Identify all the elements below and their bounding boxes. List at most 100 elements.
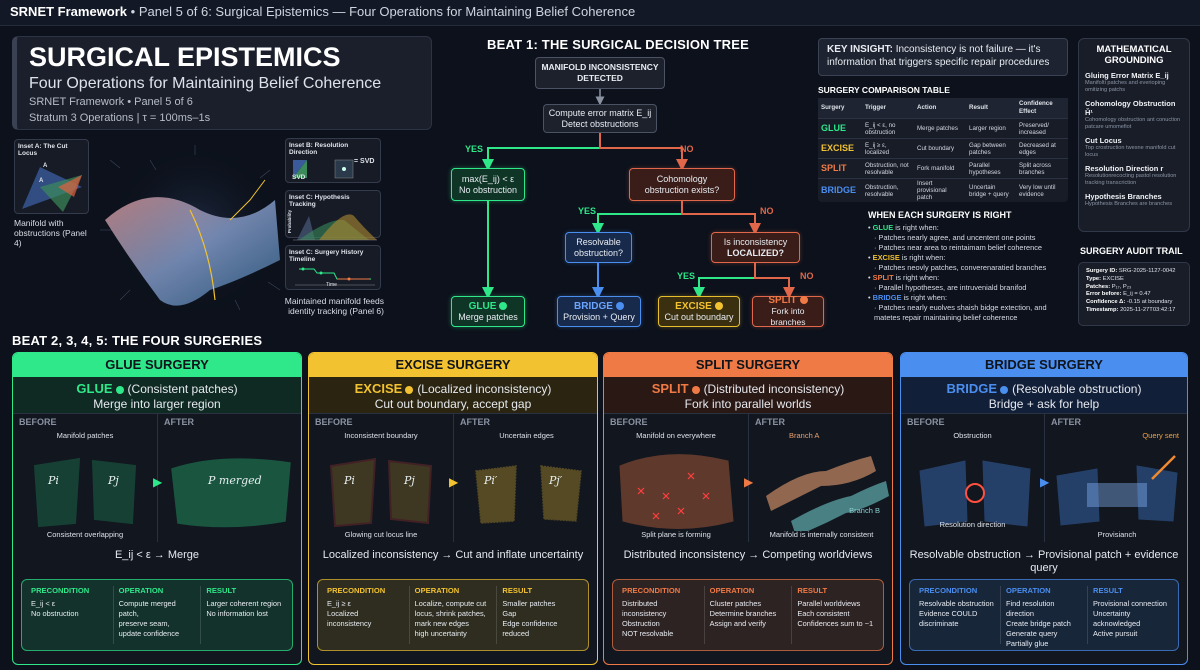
table-cell: Obstruction, resolvable — [862, 178, 914, 202]
yes-label: YES — [465, 144, 484, 154]
detail-line: No information lost — [206, 609, 268, 618]
time-axis-label: Time — [326, 282, 337, 288]
label-a-1: A — [43, 163, 48, 169]
inset-c-title: Inset C: Hypothesis Tracking — [289, 194, 350, 208]
detail-line: Parallel worldviews — [797, 599, 861, 608]
audit-key: Surgery ID: — [1086, 268, 1118, 274]
when-point: · Patches neovly patches, converenaratie… — [874, 263, 1047, 272]
detail-heading: RESULT — [797, 586, 828, 595]
audit-value: 2025-11-27T03:42:17 — [1120, 306, 1176, 313]
panel-summary: BRIDGE(Resolvable obstruction) Bridge + … — [901, 377, 1187, 414]
before-after-section: BEFORE Manifold patches Consistent overl… — [13, 414, 301, 542]
inset-surgery-timeline: Inset C: Surgery History Timeline Time — [285, 245, 381, 290]
detail-line: Assign and verify — [709, 619, 766, 628]
excise-dot-icon — [714, 301, 723, 310]
outcome-name: GLUE — [468, 300, 497, 312]
detail-line: Localized inconsistency — [327, 609, 372, 628]
glue-dot-icon — [499, 301, 508, 310]
patch-label: Pj′ — [549, 474, 563, 487]
after-top-caption: Branch A — [789, 431, 820, 440]
when-right-item: • SPLIT is right when:· Parallel hypothe… — [868, 273, 1073, 293]
math-desc: Top crostruction twesne manifold cut loc… — [1085, 145, 1176, 158]
after-pane: AFTER Query sent Provisianch — [1045, 414, 1187, 542]
when-point: · Patches nearly euolves shaish bidge ex… — [874, 303, 1047, 322]
table-cell: Gap between patches — [966, 138, 1016, 159]
before-pane: BEFORE Obstruction Resolution direction — [901, 414, 1045, 542]
column-header: Confidence Effect — [1016, 98, 1068, 119]
when-right-list: • GLUE is right when:· Patches nearly ag… — [868, 223, 1073, 323]
math-desc: Manifolti patches and everioping omitizi… — [1085, 80, 1166, 93]
when-right-title: WHEN EACH SURGERY IS RIGHT — [868, 210, 1012, 220]
outcome-name: EXCISE — [675, 300, 712, 312]
surgery-name-cell: GLUE — [818, 118, 862, 139]
after-bottom-caption: Provisianch — [1097, 530, 1137, 539]
surgery-name: BRIDGE — [872, 293, 902, 302]
no-label: NO — [800, 271, 814, 281]
detail-line: Distributed — [622, 599, 658, 608]
detail-line: high uncertainty — [414, 629, 467, 638]
audit-row: Patches: P₁₇, P₂₃ — [1086, 284, 1182, 292]
inconsistency-mark-icon — [652, 512, 660, 520]
detail-line: NOT resolvable — [622, 629, 674, 638]
table-cell: Uncertain bridge + query — [966, 178, 1016, 202]
table-cell: E_ij ≥ ε, localized — [862, 138, 914, 159]
node-text: Detect obstructions — [561, 118, 639, 129]
surgery-condition: (Localized inconsistency) — [417, 382, 552, 396]
audit-key: Error before: — [1086, 291, 1122, 298]
table-cell: Obstruction, not resolvable — [862, 158, 914, 179]
detail-line: No obstruction — [31, 609, 79, 618]
when-right-item: • BRIDGE is right when:· Patches nearly … — [868, 293, 1073, 323]
panel-summary: SPLIT(Distributed inconsistency) Fork in… — [604, 377, 892, 414]
audit-key: Patches: — [1086, 283, 1111, 290]
yes-label: YES — [677, 271, 696, 281]
after-pane: AFTER Uncertain edges — [454, 414, 597, 542]
detail-line: E_ij ≥ ε — [327, 599, 351, 608]
surgery-name-cell: SPLIT — [818, 158, 862, 179]
before-after-section: BEFORE Manifold on everywhere Split plan… — [604, 414, 892, 542]
before-bottom-caption: Glowing cut locus line — [344, 530, 418, 539]
no-label: NO — [680, 144, 694, 154]
before-after-section: BEFORE Obstruction Resolution direction … — [901, 414, 1187, 542]
surgery-condition: (Consistent patches) — [127, 382, 238, 396]
audit-value: -0.15 at boundary — [1126, 299, 1173, 306]
comparison-title: SURGERY COMPARISON TABLE — [818, 85, 950, 95]
key-insight-text: Inconsistency is not failure — it's info… — [827, 44, 1050, 68]
before-pane: BEFORE Manifold on everywhere Split plan… — [604, 414, 749, 542]
inconsistency-mark-icon — [677, 507, 685, 515]
no-label: NO — [760, 206, 774, 216]
title-meta-1: SRNET Framework • Panel 5 of 6 — [29, 96, 193, 108]
column-header: Surgery — [818, 98, 862, 119]
before-label: BEFORE — [19, 417, 57, 427]
after-pane: AFTER — [158, 414, 301, 542]
detail-heading: PRECONDITION — [919, 586, 978, 595]
panel-header: SPLIT SURGERY — [604, 353, 892, 377]
detail-line: E_ij < ε — [31, 599, 56, 608]
split-surgery-panel: SPLIT SURGERY SPLIT(Distributed inconsis… — [603, 352, 893, 665]
detail-line: Compute merged patch, — [118, 599, 176, 618]
detail-heading: OPERATION — [1006, 586, 1051, 595]
title-meta-2: Stratum 3 Operations | τ = 100ms–1s — [29, 112, 211, 124]
detail-heading: RESULT — [1093, 586, 1123, 595]
detail-line: reduced — [502, 629, 530, 638]
page-subtitle: Four Operations for Maintaining Belief C… — [29, 75, 382, 92]
audit-value: E_ij = 0.47 — [1123, 291, 1151, 298]
node-text: obstruction exists? — [644, 184, 720, 195]
audit-row: Timestamp: 2025-11-27T03:42:17 — [1086, 307, 1182, 315]
after-label: AFTER — [1051, 417, 1081, 427]
svd-diagram — [293, 159, 354, 179]
when-point-text: Parallel hypotheses, are intruveniald br… — [878, 283, 1027, 292]
detail-line: Determine branches — [709, 609, 777, 618]
surgery-tagline: Bridge + ask for help — [988, 397, 1100, 411]
before-bottom-caption: Resolution direction — [939, 520, 1006, 529]
detail-line: discriminate — [919, 619, 959, 628]
identity-tracking-caption: Maintained manifold feeds identity track… — [284, 296, 384, 316]
surgery-name: GLUE — [872, 223, 894, 232]
patch-label: Pj — [404, 474, 415, 487]
